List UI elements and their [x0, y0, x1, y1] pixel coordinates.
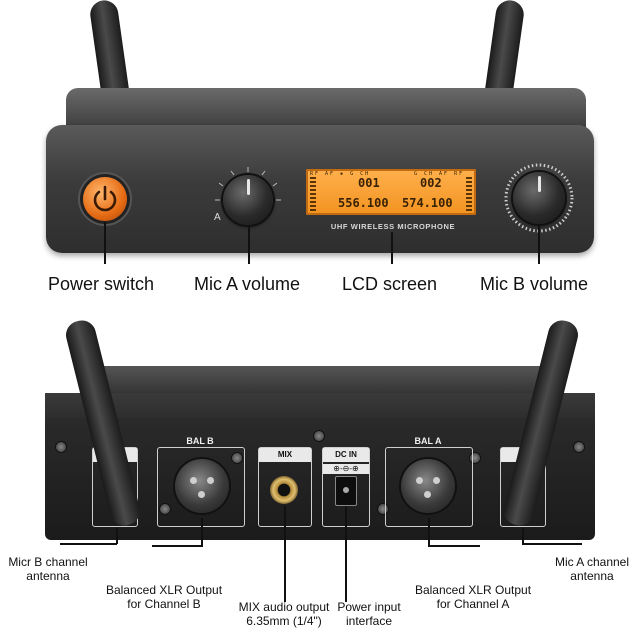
lcd-frequency-b: 574.100 — [402, 196, 453, 210]
leader-xlr-b — [201, 518, 203, 546]
leader-antenna-a-h — [522, 543, 582, 545]
label-power-switch: Power switch — [48, 274, 155, 294]
screw — [314, 431, 324, 441]
dc-in-jack[interactable] — [335, 476, 357, 506]
mic-a-volume-knob[interactable] — [223, 175, 273, 225]
mix-panel: MIX — [258, 447, 312, 527]
label-xlr-b: Balanced XLR Output for Channel B — [105, 583, 223, 611]
knob-a-letter: A — [214, 212, 221, 223]
bal-b-heading: BAL B — [186, 436, 214, 446]
leader-mix — [284, 506, 286, 602]
label-power-input: Power input interface — [337, 600, 401, 628]
xlr-b-connector[interactable] — [175, 459, 229, 513]
xlr-pin — [416, 477, 423, 484]
front-chassis-top — [66, 88, 586, 130]
leader-xlr-b-h — [152, 545, 203, 547]
leader-dc-in — [345, 506, 347, 602]
leader-mic-b — [538, 225, 540, 264]
lcd-channel-b: 002 — [420, 176, 442, 190]
brand-text: UHF WIRELESS MICROPHONE — [330, 222, 456, 231]
leader-lcd — [391, 232, 393, 264]
xlr-a-connector[interactable] — [401, 459, 455, 513]
screw — [56, 442, 66, 452]
xlr-pin — [190, 477, 197, 484]
lcd-indicators-a: RF AF ▪ G CH — [310, 171, 371, 177]
dc-polarity-icon: ⊕-⊖-⊕ — [323, 464, 369, 474]
knob-pointer — [246, 179, 250, 195]
lcd-channel-a: 001 — [358, 176, 380, 190]
xlr-pin — [424, 491, 431, 498]
leader-antenna-b-h — [60, 543, 117, 545]
knob-b-scale — [504, 163, 574, 233]
screw — [378, 504, 388, 514]
label-mic-a-antenna: Mic A channel antenna — [554, 555, 630, 583]
label-mic-a-volume: Mic A volume — [194, 274, 301, 294]
leader-mic-a — [248, 225, 250, 264]
screw — [574, 442, 584, 452]
lcd-frequency-a: 556.100 — [338, 196, 389, 210]
leader-xlr-a-h — [428, 545, 480, 547]
knob-a-scale — [215, 167, 281, 201]
label-mic-b-volume: Mic B volume — [480, 274, 589, 294]
xlr-pin — [433, 477, 440, 484]
knob-pointer — [537, 176, 541, 192]
lcd-screen: RF AF ▪ G CH G CH AF RF 001 002 556.100 … — [306, 169, 476, 215]
leader-antenna-b — [116, 528, 118, 544]
label-xlr-a: Balanced XLR Output for Channel A — [414, 583, 532, 611]
label-lcd-screen: LCD screen — [342, 274, 438, 294]
mix-tag: MIX — [259, 448, 311, 462]
lcd-meter-b — [466, 177, 472, 211]
lcd-meter-a — [310, 177, 316, 211]
screw — [470, 453, 480, 463]
dc-in-tag: DC IN — [323, 448, 369, 462]
leader-xlr-a — [428, 518, 430, 546]
mix-jack[interactable] — [270, 476, 298, 504]
label-mix-output: MIX audio output 6.35mm (1/4") — [238, 600, 330, 628]
xlr-pin — [198, 491, 205, 498]
lcd-indicators-b: G CH AF RF — [414, 171, 465, 177]
screw — [232, 453, 242, 463]
leader-antenna-a — [522, 528, 524, 544]
xlr-pin — [207, 477, 214, 484]
screw — [160, 504, 170, 514]
label-mic-b-antenna: Micr B channel antenna — [8, 555, 88, 583]
bal-a-heading: BAL A — [414, 436, 442, 446]
mic-b-volume-knob[interactable] — [513, 172, 565, 224]
power-icon — [93, 185, 117, 212]
leader-power — [104, 222, 106, 264]
rear-chassis-top — [92, 366, 552, 398]
power-button[interactable] — [83, 177, 127, 221]
